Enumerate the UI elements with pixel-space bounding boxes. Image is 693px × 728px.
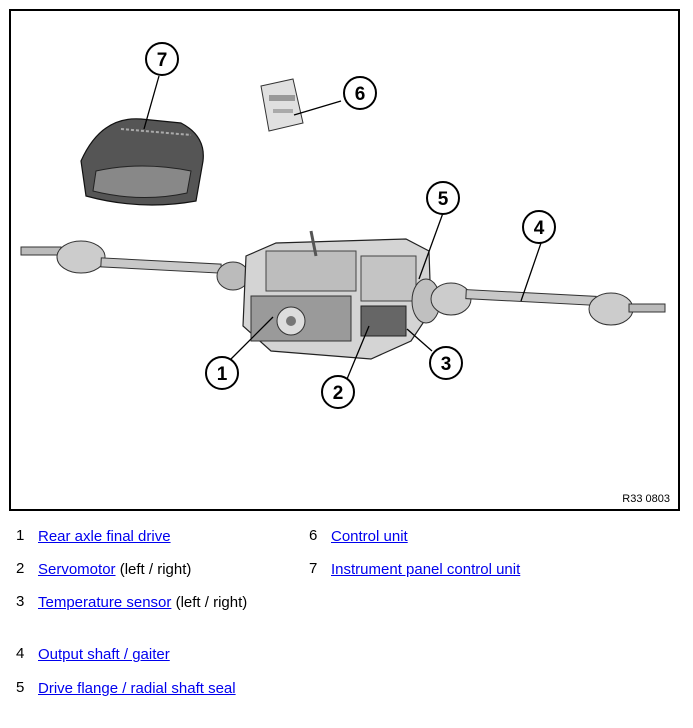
- figure-code: R33 0803: [622, 493, 670, 505]
- legend-number: 2: [16, 560, 25, 577]
- control-unit-drawing: [260, 78, 304, 132]
- callout-2: 2: [321, 375, 355, 409]
- legend-item-6: 6 Control unit: [293, 527, 673, 546]
- legend-number: 1: [16, 527, 25, 544]
- legend-number: 3: [16, 593, 25, 610]
- link-instrument-panel-control-unit[interactable]: Instrument panel control unit: [331, 561, 521, 578]
- legend-item-4: 4 Output shaft / gaiter: [0, 645, 300, 664]
- callout-5: 5: [426, 181, 460, 215]
- link-control-unit[interactable]: Control unit: [331, 528, 408, 545]
- svg-text:6: 6: [355, 84, 366, 105]
- link-temperature-sensor[interactable]: Temperature sensor: [38, 594, 172, 611]
- svg-text:5: 5: [438, 189, 449, 210]
- final-drive-housing: [242, 230, 441, 360]
- svg-text:1: 1: [217, 364, 228, 385]
- legend-number: 7: [309, 560, 318, 577]
- svg-text:2: 2: [333, 383, 344, 404]
- callout-7: 7: [145, 42, 179, 76]
- callout-6: 6: [343, 76, 377, 110]
- legend-item-3: 3 Temperature sensor (left / right): [0, 593, 300, 612]
- legend-item-7: 7 Instrument panel control unit: [293, 560, 673, 579]
- link-drive-flange-radial-shaft-seal[interactable]: Drive flange / radial shaft seal: [38, 680, 236, 697]
- technical-illustration: 7 6 5 4 1 2 3 R33 0803: [9, 9, 680, 511]
- callout-3: 3: [429, 346, 463, 380]
- callout-4: 4: [522, 210, 556, 244]
- left-output-shaft: [20, 240, 250, 291]
- legend-item-5: 5 Drive flange / radial shaft seal: [0, 679, 300, 698]
- legend-number: 4: [16, 645, 25, 662]
- legend-item-1: 1 Rear axle final drive: [0, 527, 300, 546]
- legend-item-2: 2 Servomotor (left / right): [0, 560, 300, 579]
- link-servomotor[interactable]: Servomotor: [38, 561, 116, 578]
- svg-text:7: 7: [157, 50, 168, 71]
- svg-text:3: 3: [441, 354, 452, 375]
- right-output-shaft: [430, 282, 666, 326]
- leader-lines: [143, 75, 542, 380]
- instrument-cluster-drawing: [80, 118, 204, 206]
- legend-number: 6: [309, 527, 318, 544]
- link-output-shaft-gaiter[interactable]: Output shaft / gaiter: [38, 646, 170, 663]
- link-rear-axle-final-drive[interactable]: Rear axle final drive: [38, 528, 171, 545]
- drivetrain-drawing: 7 6 5 4 1 2 3: [20, 42, 666, 409]
- callout-1: 1: [205, 356, 239, 390]
- legend-number: 5: [16, 679, 25, 696]
- svg-text:4: 4: [534, 218, 545, 239]
